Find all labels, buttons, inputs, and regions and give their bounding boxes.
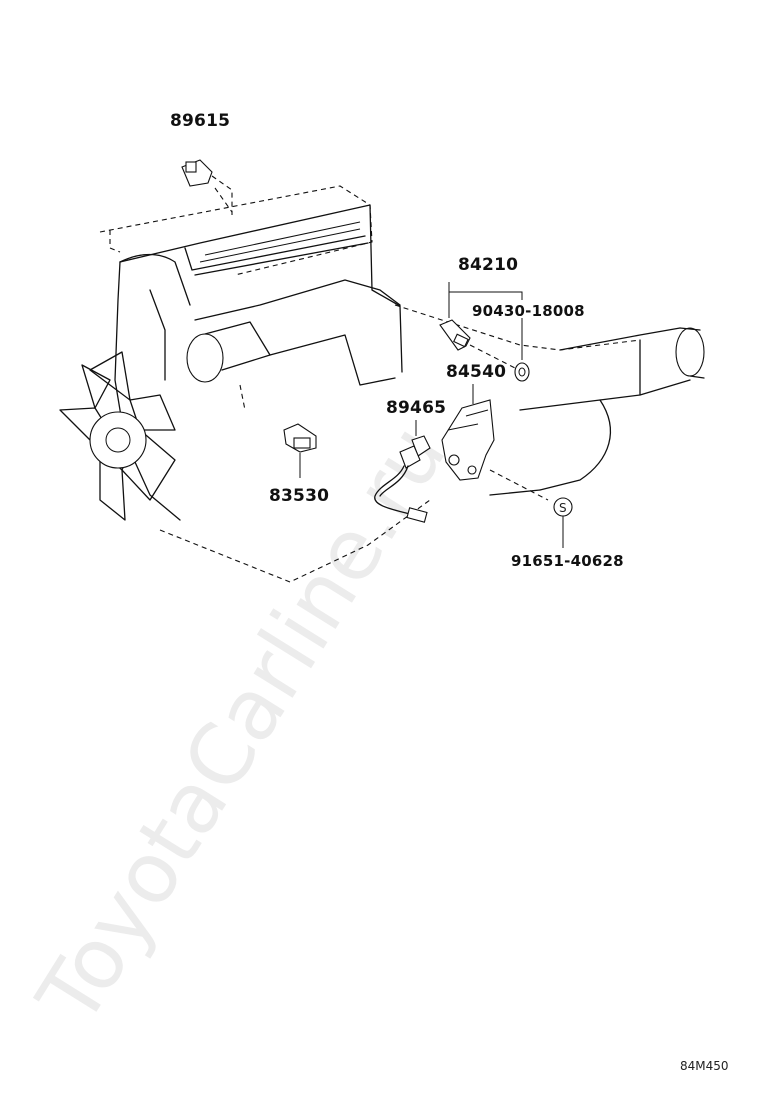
label-89465: 89465 xyxy=(386,398,446,418)
intake-port xyxy=(186,333,224,383)
part-84210-switch[interactable] xyxy=(439,319,516,369)
part-83530-oil-switch[interactable] xyxy=(283,423,317,453)
watermark: ToyotaCarline.ru xyxy=(18,408,464,1041)
label-84540: 84540 xyxy=(446,362,506,382)
cooling-fan xyxy=(59,351,176,521)
part-89615-sensor[interactable] xyxy=(181,159,233,215)
leader-84210 xyxy=(448,282,523,300)
label-89615: 89615 xyxy=(170,111,230,131)
label-83530: 83530 xyxy=(269,486,329,506)
label-90430-18008: 90430-18008 xyxy=(472,302,585,320)
marker-S-text: S xyxy=(559,501,567,515)
part-89465-oxygen-sensor[interactable] xyxy=(374,435,431,523)
transmission-output xyxy=(675,327,705,377)
diagram-reference-code: 84M450 xyxy=(680,1059,729,1073)
part-90430-gasket[interactable] xyxy=(514,362,530,382)
label-91651-40628: 91651-40628 xyxy=(511,552,624,570)
label-84210: 84210 xyxy=(458,255,518,275)
part-84540-neutral-switch[interactable] xyxy=(441,399,549,501)
